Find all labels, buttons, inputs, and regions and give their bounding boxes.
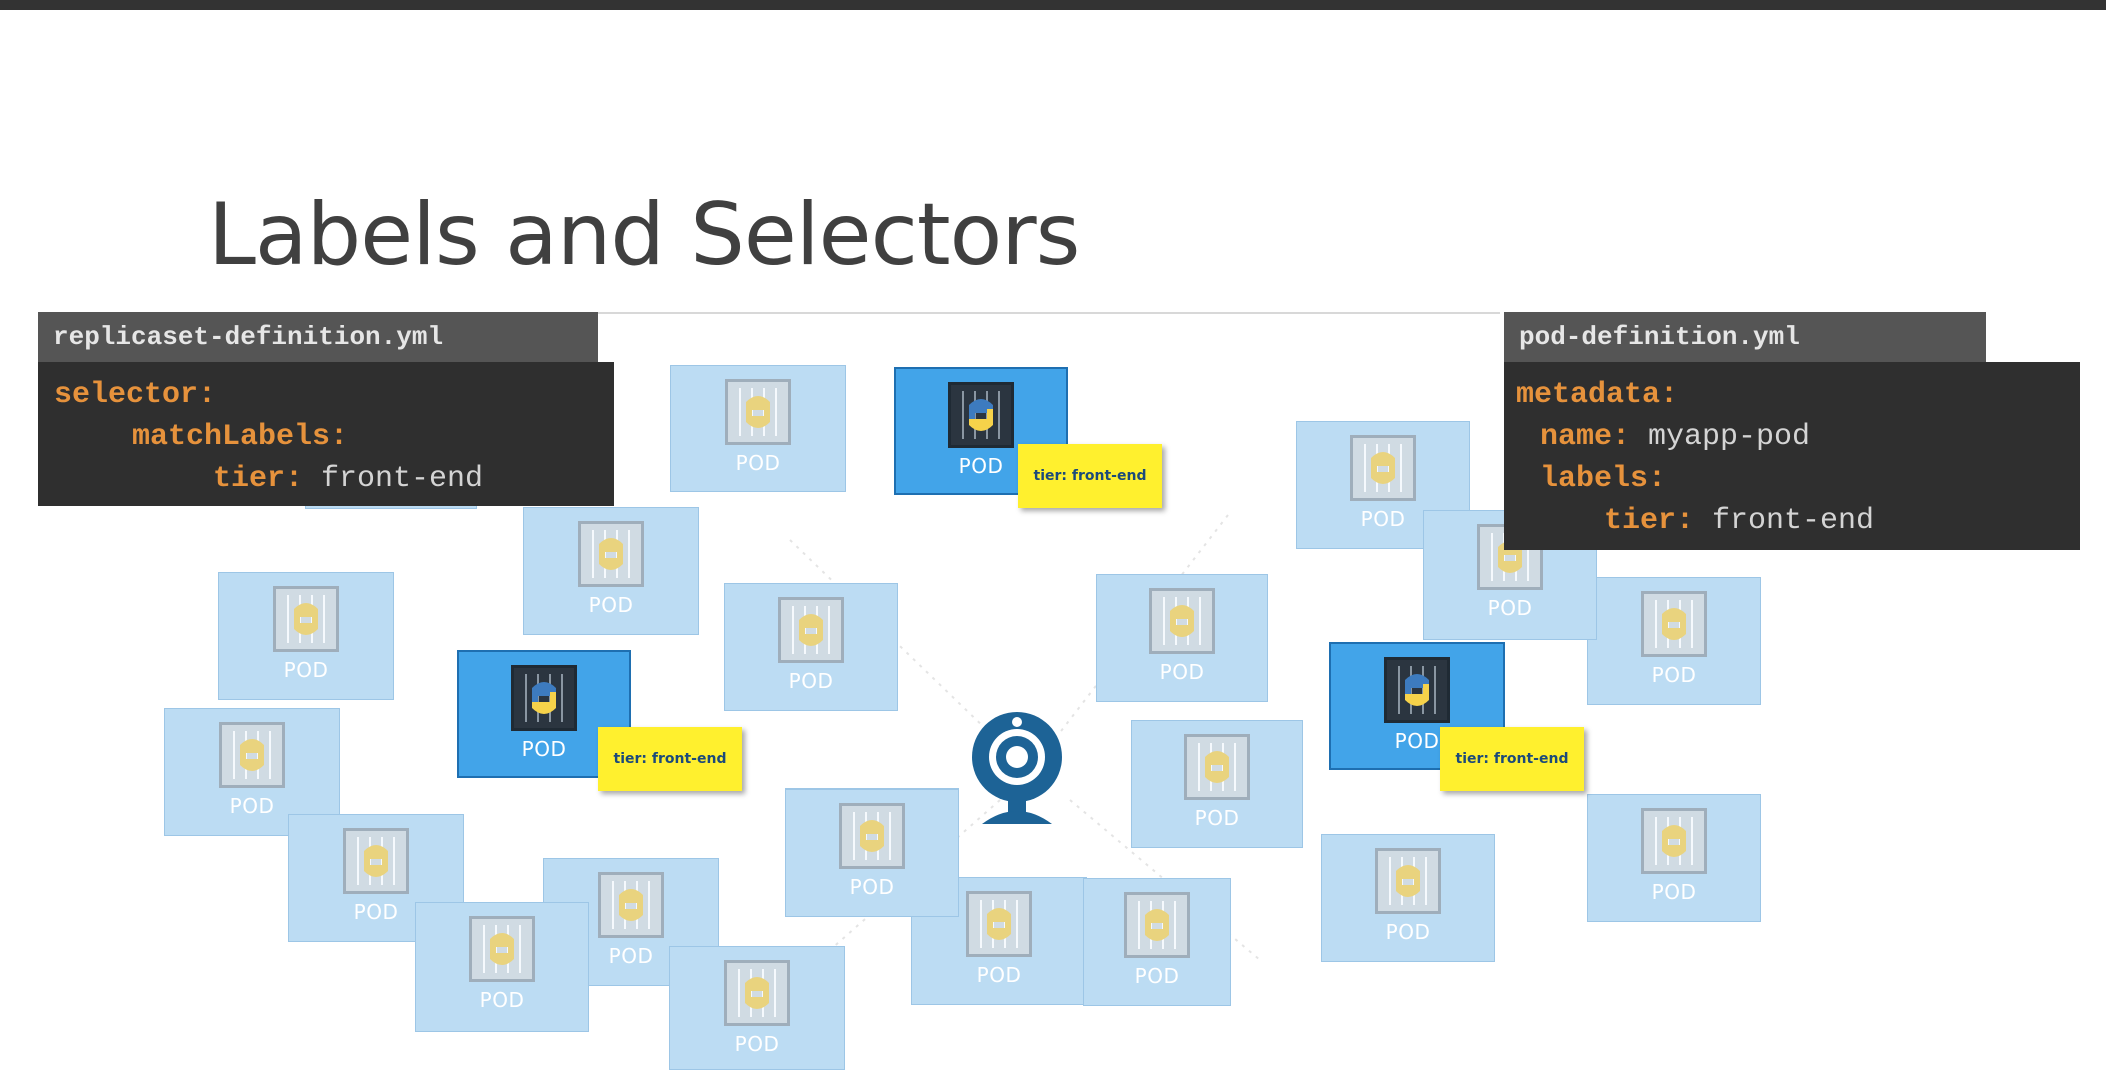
pod-card: POD [1131,720,1303,848]
python-container-icon [1184,734,1250,800]
python-container-icon [1149,588,1215,654]
pod-label: POD [588,593,634,617]
python-container-icon [511,665,577,731]
slide-title: Labels and Selectors [208,185,1080,285]
code-line: tier: front-end [1504,500,2080,542]
pod-label: POD [1651,880,1697,904]
python-container-icon [724,960,790,1026]
pod-card: POD [669,946,845,1070]
pod-label: POD [1194,806,1240,830]
pod-label: POD [479,988,525,1012]
python-container-icon [1641,591,1707,657]
pod-card: POD [164,708,340,836]
pod-card: POD [415,902,589,1032]
pod-label: POD [1394,729,1440,753]
python-container-icon [778,597,844,663]
python-container-icon [725,379,791,445]
pod-label: POD [849,875,895,899]
pod-card: POD [911,877,1087,1005]
label-tag: tier: front-end [1018,444,1162,508]
pod-card: POD [1083,878,1231,1006]
pod-label: POD [1159,660,1205,684]
yaml-key: name: [1540,420,1631,454]
label-tag: tier: front-end [598,727,742,791]
pod-label: POD [229,794,275,818]
pod-label: POD [1385,920,1431,944]
code-line: name: myapp-pod [1504,416,2080,458]
pod-label: POD [1360,507,1406,531]
yaml-key: tier: [213,462,304,496]
python-container-icon [839,803,905,869]
pod-label: POD [1651,663,1697,687]
yaml-key: matchLabels: [132,420,349,454]
replicaset-code-block: selector: matchLabels: tier: front-end [38,362,614,506]
label-tag: tier: front-end [1440,727,1584,791]
pod-card: POD [785,789,959,917]
pod-label: POD [283,658,329,682]
yaml-key: tier: [1604,504,1695,538]
webcam-icon [972,712,1062,824]
python-container-icon [1124,892,1190,958]
python-container-icon [1375,848,1441,914]
pod-card: POD [1587,794,1761,922]
python-container-icon [966,891,1032,957]
code-line: metadata: [1504,374,2080,416]
pod-label: POD [788,669,834,693]
pod-card: POD [724,583,898,711]
pod-label: POD [1487,596,1533,620]
code-line: matchLabels: [38,416,614,458]
python-container-icon [343,828,409,894]
title-divider [598,312,1500,314]
pod-label: POD [608,944,654,968]
yaml-key: selector: [54,378,217,412]
python-container-icon [1350,435,1416,501]
code-line: tier: front-end [38,458,614,500]
yaml-key: metadata: [1516,378,1679,412]
pod-label: POD [353,900,399,924]
python-container-icon [578,521,644,587]
window-top-bar [0,0,2106,10]
replicaset-file-header: replicaset-definition.yml [38,312,598,362]
code-line: selector: [38,374,614,416]
pod-label: POD [734,1032,780,1056]
pod-code-block: metadata: name: myapp-pod labels: tier: … [1504,362,2080,550]
code-line: labels: [1504,458,2080,500]
yaml-value: front-end [1694,504,1875,538]
python-container-icon [948,382,1014,448]
python-container-icon [273,586,339,652]
python-container-icon [219,722,285,788]
pod-card: POD [523,507,699,635]
pod-card: POD [670,365,846,492]
python-container-icon [598,872,664,938]
pod-label: POD [521,737,567,761]
pod-label: POD [976,963,1022,987]
python-container-icon [1641,808,1707,874]
pod-card: POD [218,572,394,700]
pod-label: POD [735,451,781,475]
yaml-value: front-end [303,462,484,496]
selected-pod-card: POD [457,650,631,778]
pod-label: POD [958,454,1004,478]
pod-card: POD [1587,577,1761,705]
yaml-value: myapp-pod [1630,420,1811,454]
python-container-icon [469,916,535,982]
python-container-icon [1384,657,1450,723]
pod-card: POD [1096,574,1268,702]
yaml-key: labels: [1540,462,1667,496]
pod-label: POD [1134,964,1180,988]
pod-file-header: pod-definition.yml [1504,312,1986,362]
pod-card: POD [1321,834,1495,962]
